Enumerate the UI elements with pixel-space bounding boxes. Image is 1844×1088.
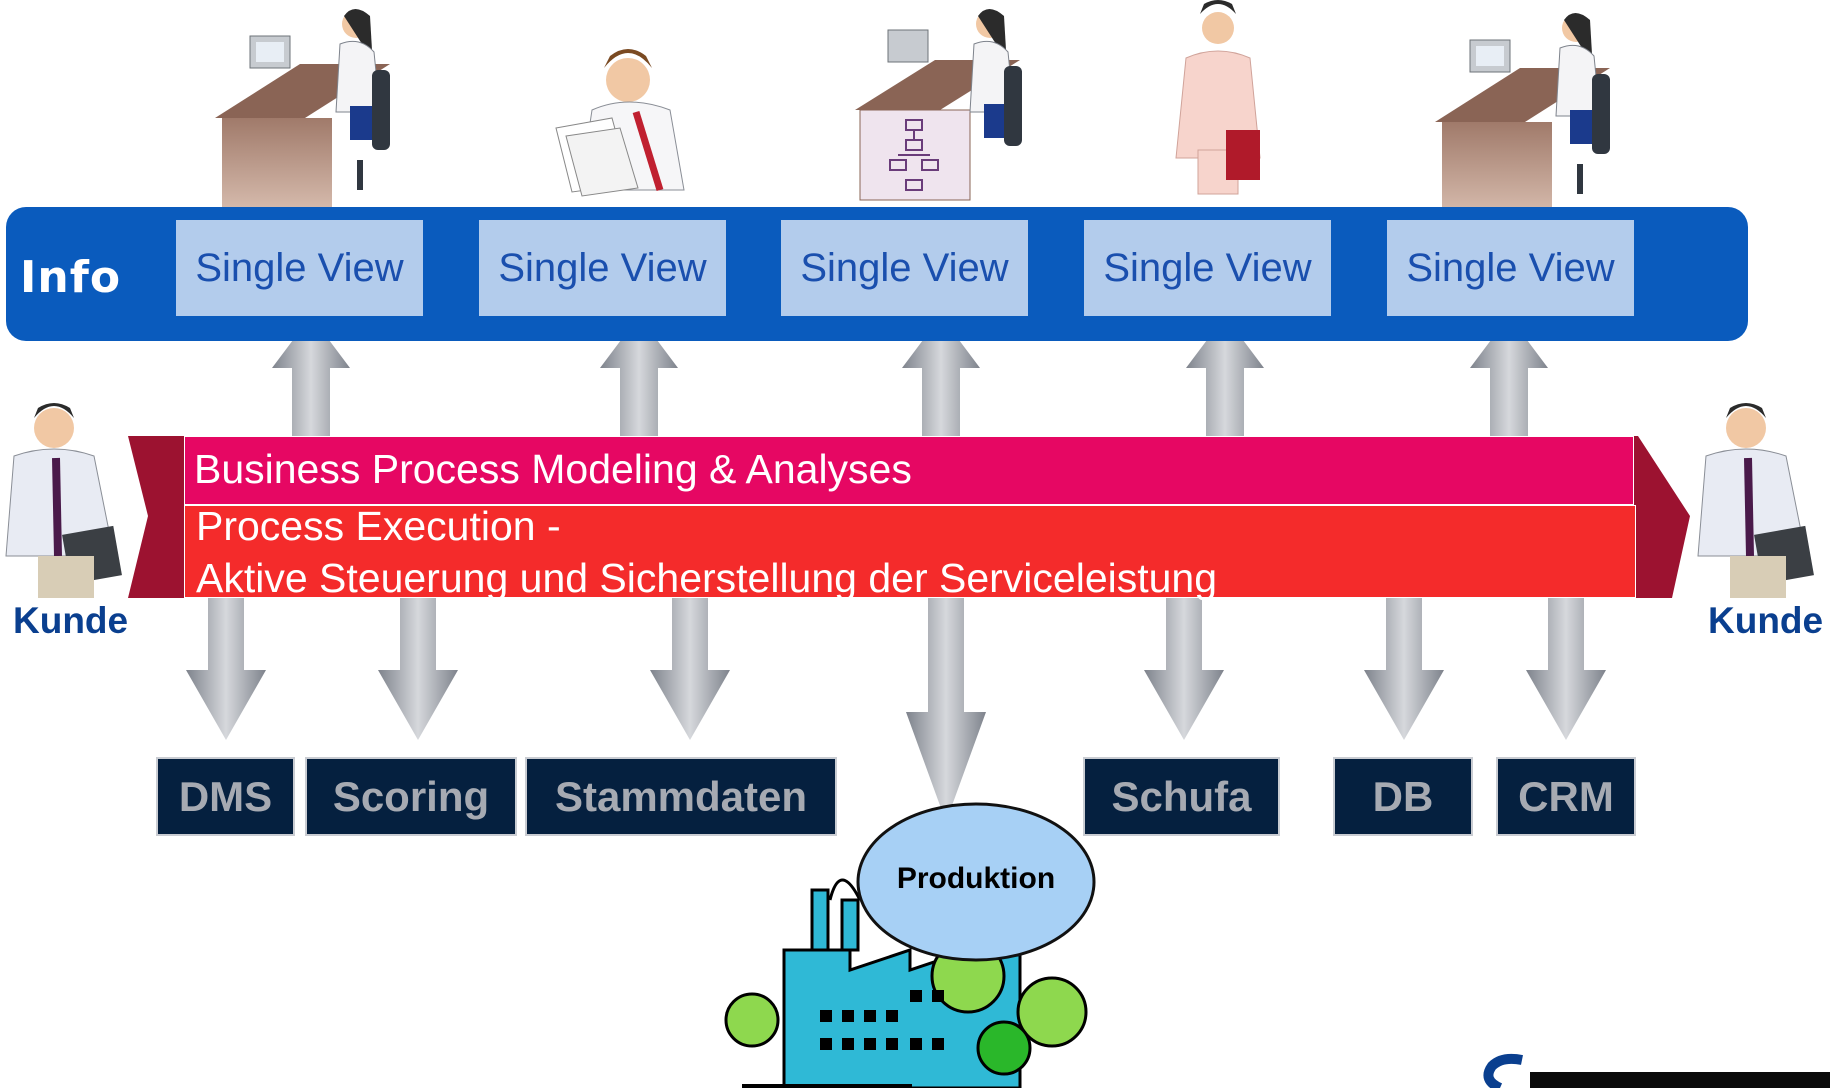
company-logo-icon bbox=[1483, 1053, 1830, 1088]
down-arrow bbox=[906, 598, 986, 822]
info-label: Info bbox=[20, 252, 122, 303]
up-arrow bbox=[1470, 316, 1548, 436]
system-stammdaten: Stammdaten bbox=[525, 757, 837, 836]
single-view-1: Single View bbox=[176, 220, 423, 316]
customer-right-icon bbox=[1697, 403, 1814, 598]
up-arrows bbox=[272, 316, 1548, 436]
system-schufa: Schufa bbox=[1083, 757, 1280, 836]
system-dms: DMS bbox=[156, 757, 295, 836]
business-woman-icon bbox=[1175, 0, 1261, 195]
production-ellipse bbox=[856, 802, 1096, 962]
execution-label: Process Execution - Aktive Steuerung und… bbox=[196, 500, 1217, 604]
down-arrow bbox=[1364, 598, 1444, 740]
down-arrow bbox=[378, 598, 458, 740]
down-arrows bbox=[186, 598, 1606, 822]
single-view-3: Single View bbox=[781, 220, 1028, 316]
down-arrow bbox=[1526, 598, 1606, 740]
system-db: DB bbox=[1333, 757, 1473, 836]
desk-worker-icon bbox=[215, 9, 390, 212]
up-arrow bbox=[600, 316, 678, 436]
system-scoring: Scoring bbox=[305, 757, 517, 836]
single-view-4: Single View bbox=[1084, 220, 1331, 316]
up-arrow bbox=[1186, 316, 1264, 436]
customer-left-label: Kunde bbox=[13, 600, 129, 641]
up-arrow bbox=[902, 316, 980, 436]
bpm-bar bbox=[184, 436, 1634, 505]
reading-man-icon bbox=[555, 49, 685, 197]
execution-line-1: Process Execution - bbox=[196, 503, 561, 549]
execution-line-2: Aktive Steuerung und Sicherstellung der … bbox=[196, 555, 1218, 601]
customer-left-icon bbox=[5, 403, 122, 598]
execution-bar bbox=[184, 505, 1636, 598]
customer-right-label: Kunde bbox=[1708, 600, 1824, 641]
single-view-5: Single View bbox=[1387, 220, 1634, 316]
production-label: Produktion bbox=[896, 862, 1056, 895]
up-arrow bbox=[272, 316, 350, 436]
down-arrow bbox=[186, 598, 266, 740]
system-crm: CRM bbox=[1496, 757, 1636, 836]
single-view-2: Single View bbox=[479, 220, 726, 316]
flowchart-worker-icon bbox=[855, 9, 1022, 201]
down-arrow bbox=[1144, 598, 1224, 740]
desk-worker-icon bbox=[1435, 13, 1610, 216]
bpm-label: Business Process Modeling & Analyses bbox=[194, 446, 912, 492]
down-arrow bbox=[650, 598, 730, 740]
